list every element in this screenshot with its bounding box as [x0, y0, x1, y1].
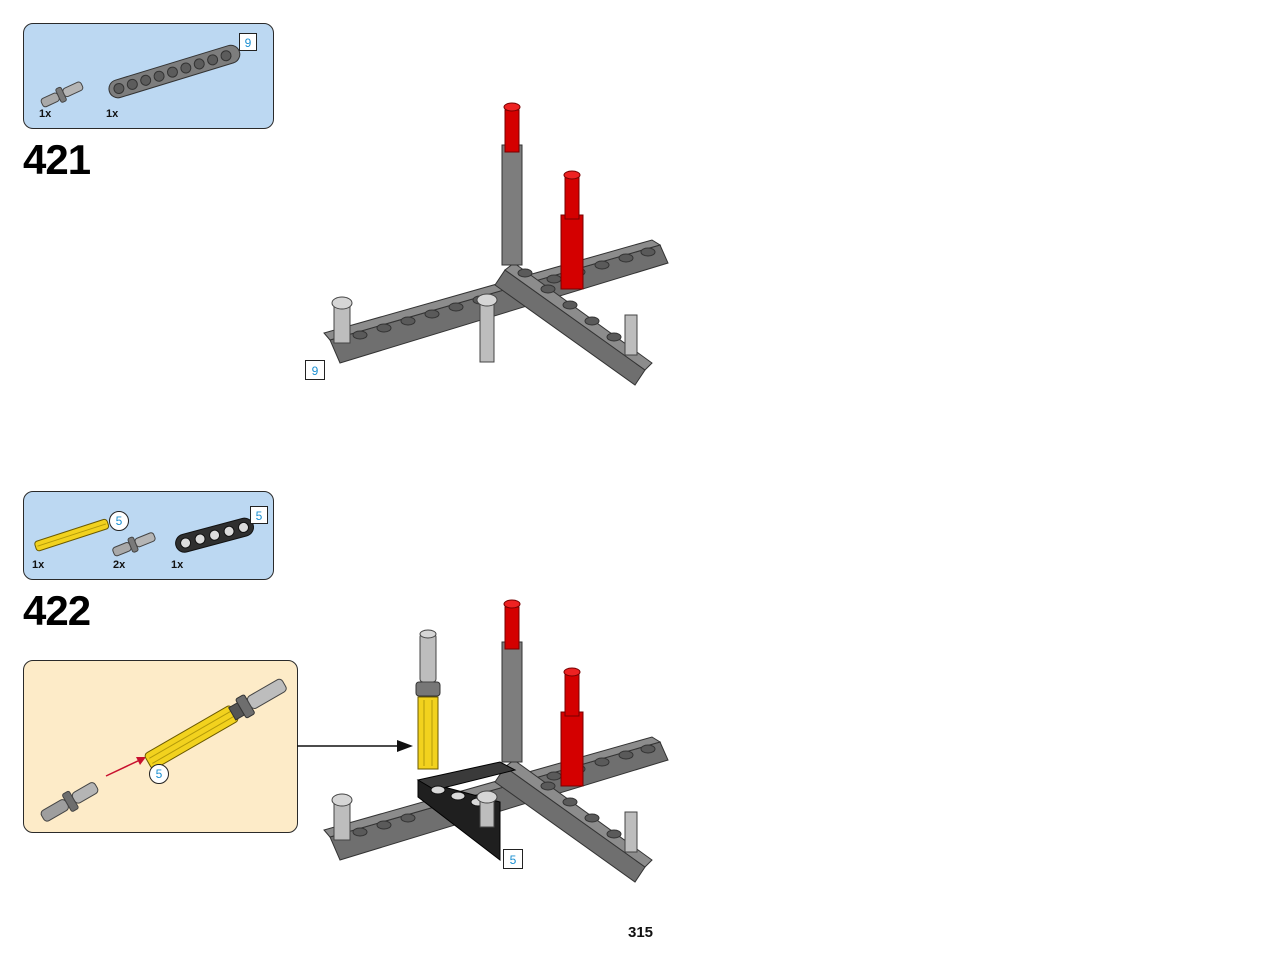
- step-422-model-illustration: [323, 599, 669, 883]
- step-421-model-illustration: [323, 102, 669, 386]
- qty-label: 1x: [32, 559, 45, 571]
- subassembly-box: 5: [23, 660, 298, 833]
- page-number: 315: [628, 924, 654, 941]
- beam-length-callout: 5: [250, 506, 268, 524]
- parts-list-box-step-421: 1x 1x 9: [23, 23, 274, 129]
- beam-5-part-icon: [175, 517, 254, 553]
- qty-label: 1x: [171, 559, 184, 571]
- beam-9-part-icon: [108, 44, 241, 99]
- subassembly-axle-length-callout: 5: [149, 764, 169, 784]
- qty-label: 1x: [106, 108, 119, 120]
- model-beam-length-callout: 5: [503, 849, 523, 869]
- beam-length-callout: 9: [239, 33, 257, 51]
- pin-part-icon: [40, 81, 84, 108]
- qty-label: 2x: [113, 559, 126, 571]
- model-beam-length-callout: 9: [305, 360, 325, 380]
- subassembly-attach-arrow: [297, 740, 413, 752]
- subassembly-illustration: [40, 678, 287, 822]
- parts-list-box-step-422: 5 1x 2x 1x 5: [23, 491, 274, 580]
- step-number: 421: [23, 136, 91, 183]
- axle-5-part-icon: [34, 518, 110, 552]
- pin-part-icon: [112, 532, 156, 557]
- axle-length-callout: 5: [109, 511, 129, 531]
- qty-label: 1x: [39, 108, 52, 120]
- step-number: 422: [23, 587, 91, 634]
